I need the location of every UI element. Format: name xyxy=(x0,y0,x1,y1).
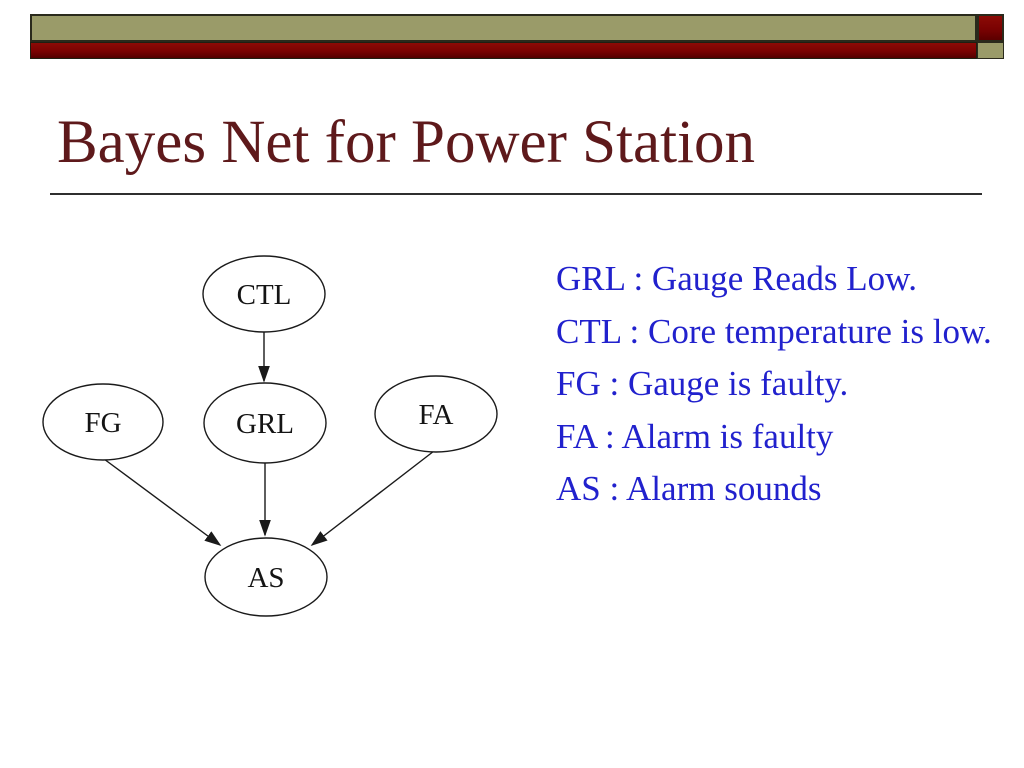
header-olive-bar xyxy=(30,14,977,42)
header-olive-corner-square xyxy=(977,42,1004,59)
edge-fg-to-as xyxy=(103,458,222,547)
node-ellipse-fa xyxy=(374,375,498,453)
header-maroon-bar xyxy=(30,42,977,59)
header-maroon-corner-square xyxy=(977,14,1004,42)
node-ellipse-fg xyxy=(42,383,164,461)
node-label-fa: FA xyxy=(419,399,454,431)
node-ellipse-grl xyxy=(203,382,327,464)
node-ellipse-ctl xyxy=(202,255,326,333)
edge-fa-to-as xyxy=(310,450,435,547)
node-label-as: AS xyxy=(247,562,284,594)
node-label-grl: GRL xyxy=(236,408,294,440)
node-ellipse-as xyxy=(204,537,328,617)
node-label-fg: FG xyxy=(84,407,121,439)
legend-item-as: AS : Alarm sounds xyxy=(556,469,822,509)
legend-item-fa: FA : Alarm is faulty xyxy=(556,416,834,456)
legend: GRL : Gauge Reads Low. CTL : Core temper… xyxy=(556,253,1016,516)
page-title: Bayes Net for Power Station xyxy=(57,109,755,176)
title-underline xyxy=(50,193,982,195)
legend-item-ctl: CTL : Core temperature is low. xyxy=(556,311,992,351)
legend-item-grl: GRL : Gauge Reads Low. xyxy=(556,259,917,298)
node-label-ctl: CTL xyxy=(237,279,292,311)
legend-item-fg: FG : Gauge is faulty. xyxy=(556,364,849,404)
